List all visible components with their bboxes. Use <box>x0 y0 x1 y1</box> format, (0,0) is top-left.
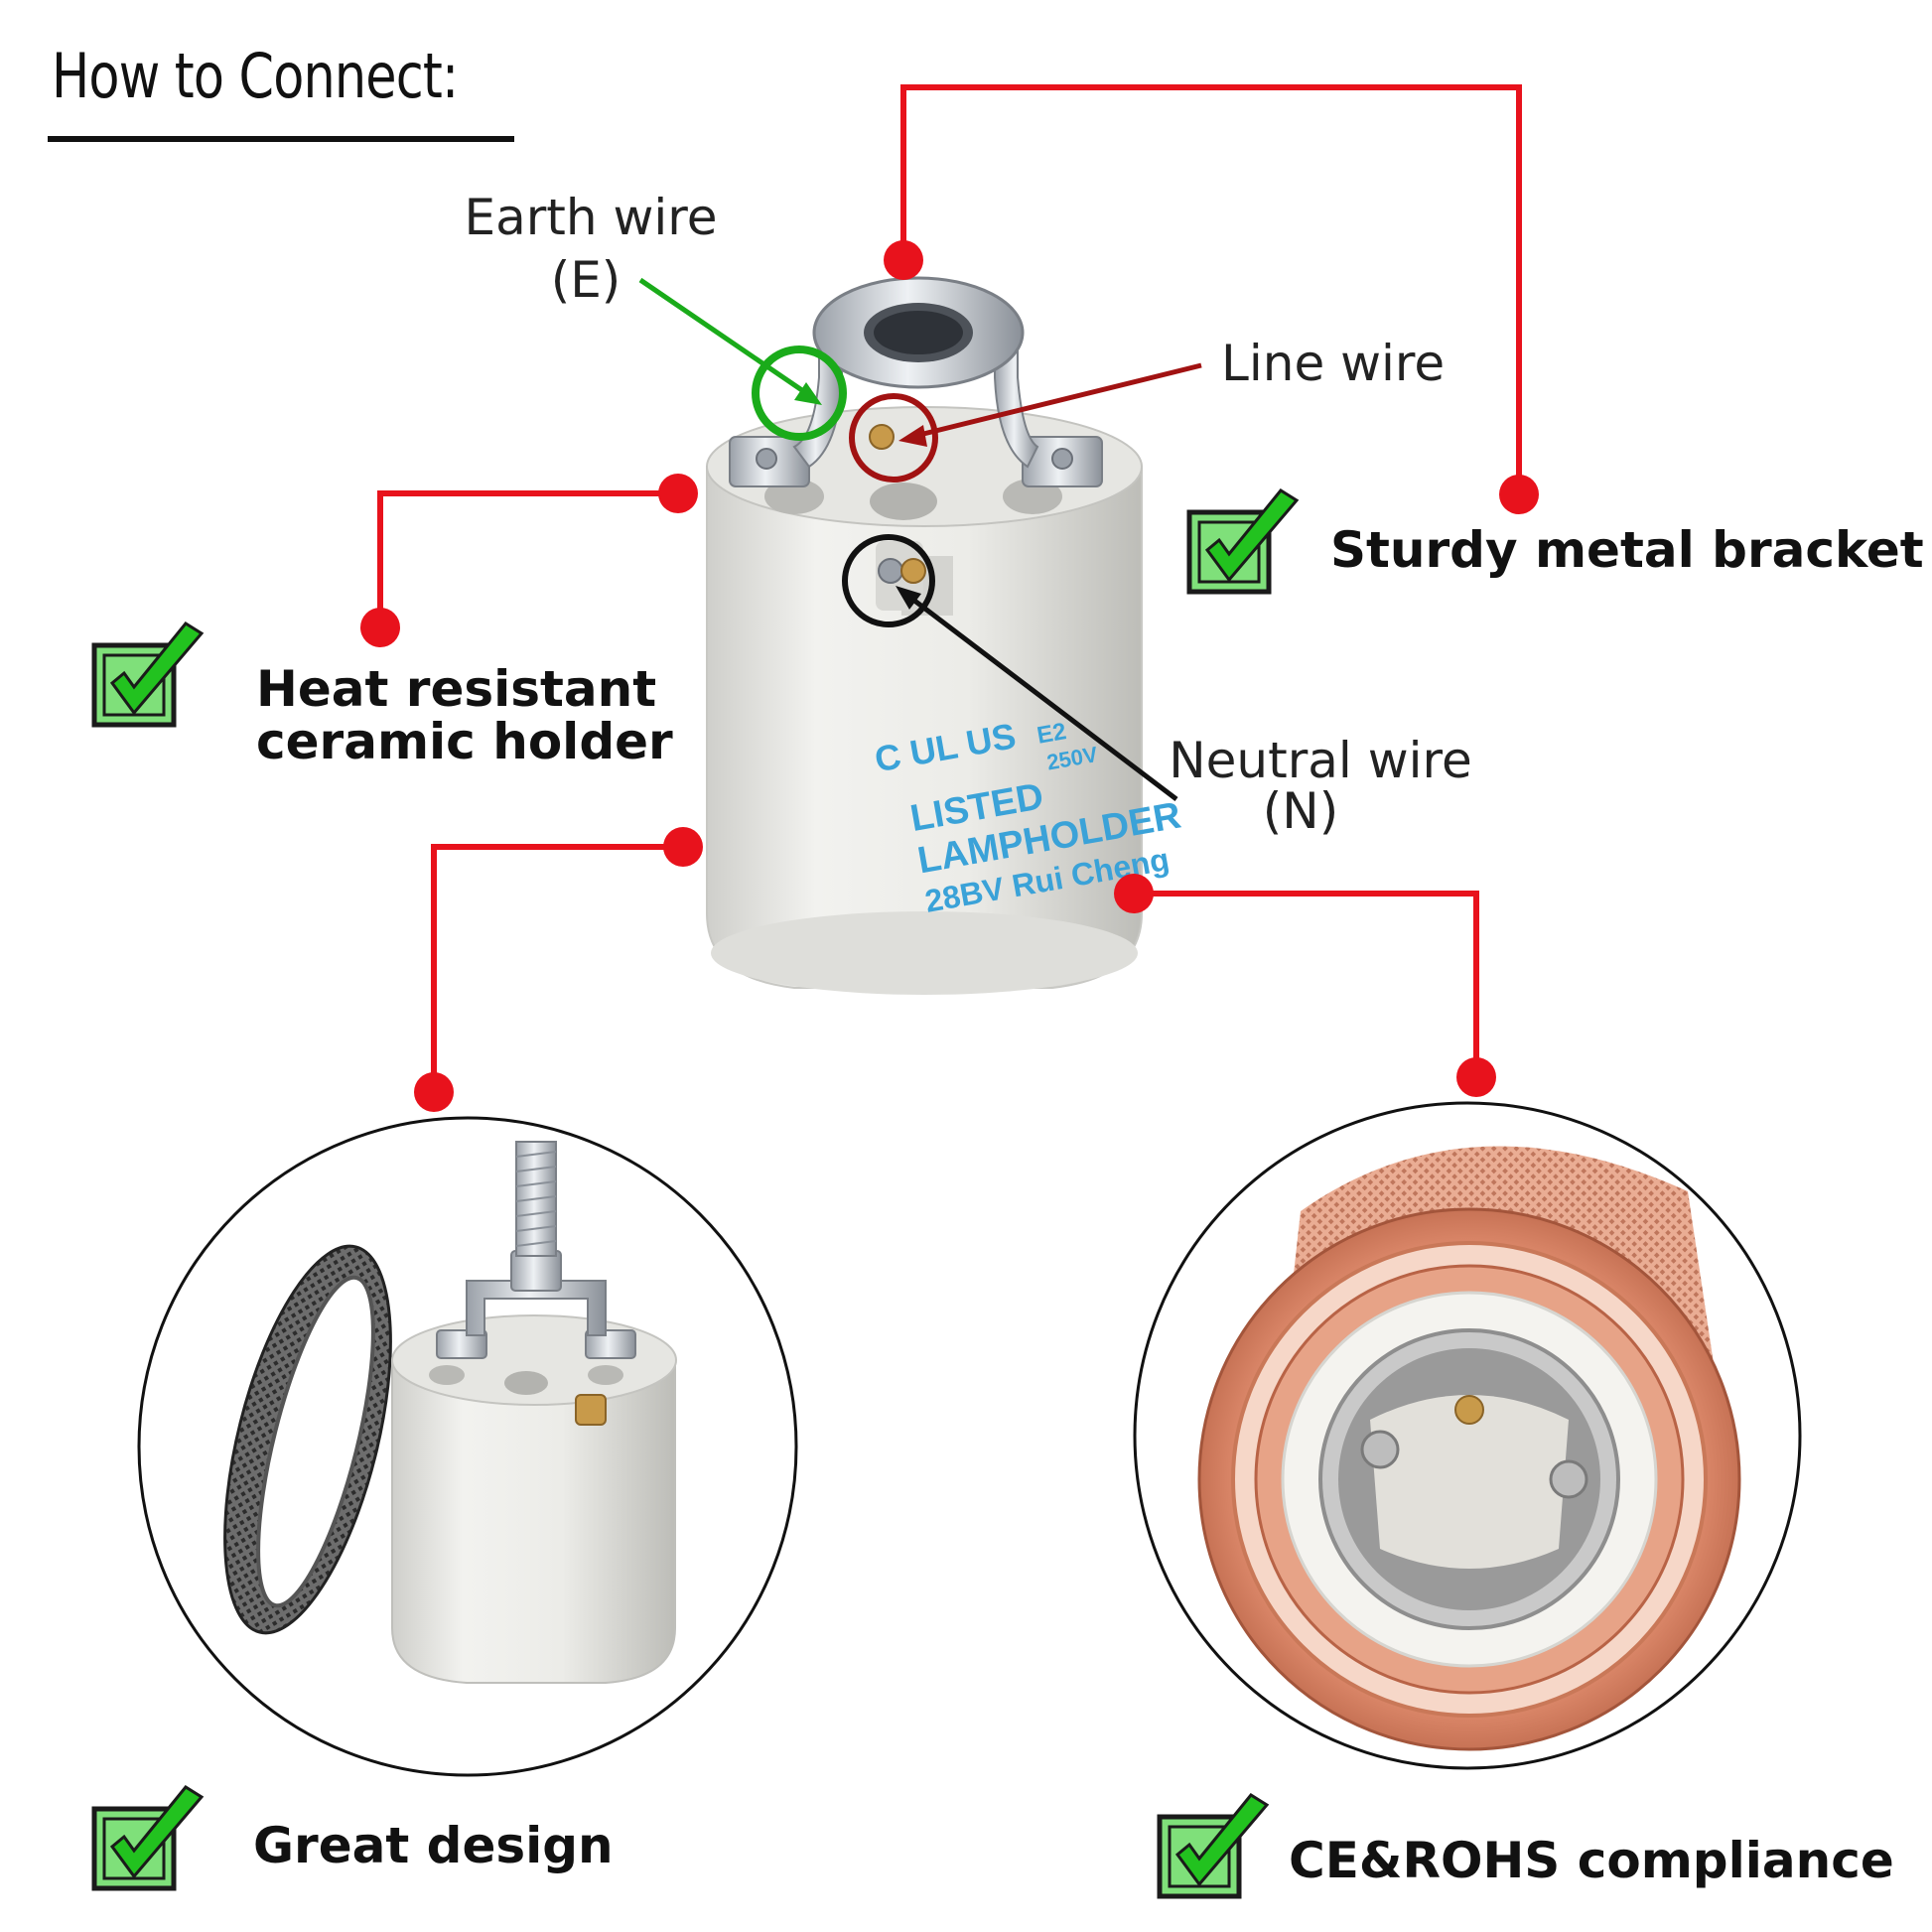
earth-arrow <box>638 277 814 400</box>
check-icon-compliance <box>1157 1793 1270 1899</box>
connector-design <box>431 844 683 1092</box>
neutral-wire-callout <box>842 534 1178 801</box>
feature-ceramic-line1: Heat resistant <box>256 660 657 718</box>
title-underline <box>48 136 514 142</box>
check-icon-bracket <box>1186 488 1300 595</box>
line-wire-callout <box>849 362 1202 483</box>
connector-ceramic <box>377 490 678 627</box>
connector-bracket <box>900 84 1522 494</box>
line-terminal-marker <box>849 393 938 483</box>
neutral-wire-code: (N) <box>1262 781 1339 840</box>
main-lampholder-image: C UL US E2 250V LISTED LAMPHOLDER 28BV R… <box>706 276 1184 995</box>
feature-compliance-label: CE&ROHS compliance <box>1289 1832 1894 1889</box>
neutral-terminal-marker <box>842 534 935 627</box>
connector-compliance <box>1134 891 1479 1077</box>
design-detail-image <box>137 1116 798 1777</box>
connector-dots <box>360 240 1539 1112</box>
check-icon-ceramic <box>91 621 205 728</box>
neutral-arrowhead <box>896 586 921 610</box>
feature-design-label: Great design <box>253 1817 614 1874</box>
compliance-detail-image <box>1133 1101 1802 1770</box>
earth-wire-callout <box>638 277 847 441</box>
marking-code: E2 <box>1035 718 1069 750</box>
feature-ceramic-line2: ceramic holder <box>256 712 673 770</box>
earth-wire-code: (E) <box>550 250 621 309</box>
line-arrowhead <box>898 425 927 447</box>
earth-wire-name: Earth wire <box>464 189 718 246</box>
line-arrow <box>910 362 1202 440</box>
feature-ceramic-label: Heat resistant ceramic holder <box>256 663 673 767</box>
feature-bracket-label: Sturdy metal bracket <box>1330 521 1924 579</box>
earth-wire-label: Earth wire (E) <box>452 187 730 311</box>
neutral-arrow <box>903 592 1178 801</box>
page-title: How to Connect: <box>52 40 459 112</box>
earth-terminal-marker <box>752 345 847 441</box>
neutral-wire-label: Neutral wire (N) <box>1167 730 1474 842</box>
line-wire-label: Line wire <box>1221 335 1446 392</box>
earth-arrowhead <box>794 382 822 405</box>
feature-connectors <box>377 84 1522 1092</box>
check-icon-design <box>91 1785 205 1891</box>
neutral-wire-name: Neutral wire <box>1169 732 1472 789</box>
